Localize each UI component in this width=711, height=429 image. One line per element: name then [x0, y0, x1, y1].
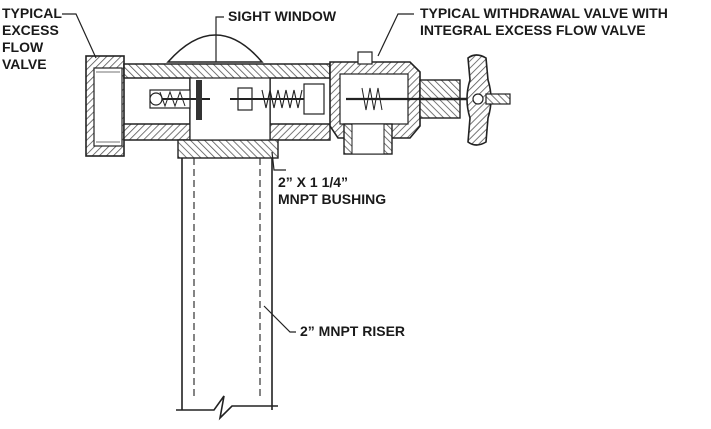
label-line: SIGHT WINDOW	[228, 8, 337, 24]
right-stem	[230, 83, 325, 115]
label-line: TYPICAL	[2, 5, 62, 21]
label-excess-flow-valve: TYPICAL EXCESS FLOW VALVE	[2, 5, 62, 73]
label-line: EXCESS	[2, 22, 59, 38]
label-bushing: 2” X 1 1/4” MNPT BUSHING	[278, 174, 386, 208]
leader-lines	[62, 13, 414, 333]
label-riser: 2” MNPT RISER	[300, 323, 405, 340]
leader-bushing	[271, 151, 286, 171]
label-line: 2” MNPT RISER	[300, 323, 406, 339]
label-line: VALVE	[2, 56, 47, 72]
label-line: FLOW	[2, 39, 44, 55]
label-line: INTEGRAL EXCESS FLOW VALVE	[420, 22, 646, 38]
left-poppet	[149, 80, 210, 120]
leader-withdrawal-valve	[377, 13, 414, 57]
withdrawal-valve-body	[329, 51, 440, 155]
leader-excess-flow-valve	[62, 13, 97, 59]
leader-sight-window	[215, 16, 224, 62]
label-line: 2” X 1 1/4”	[278, 174, 349, 190]
sight-window-dome	[166, 34, 264, 63]
riser-pipe	[176, 158, 278, 421]
label-line: TYPICAL WITHDRAWAL VALVE WITH	[420, 5, 668, 21]
label-sight-window: SIGHT WINDOW	[228, 8, 336, 25]
label-withdrawal-valve: TYPICAL WITHDRAWAL VALVE WITH INTEGRAL E…	[420, 5, 668, 39]
tee-body	[123, 63, 331, 159]
excess-flow-valve-body	[85, 55, 125, 157]
handwheel	[466, 54, 511, 146]
leader-riser	[263, 305, 296, 333]
label-line: MNPT BUSHING	[278, 191, 387, 207]
